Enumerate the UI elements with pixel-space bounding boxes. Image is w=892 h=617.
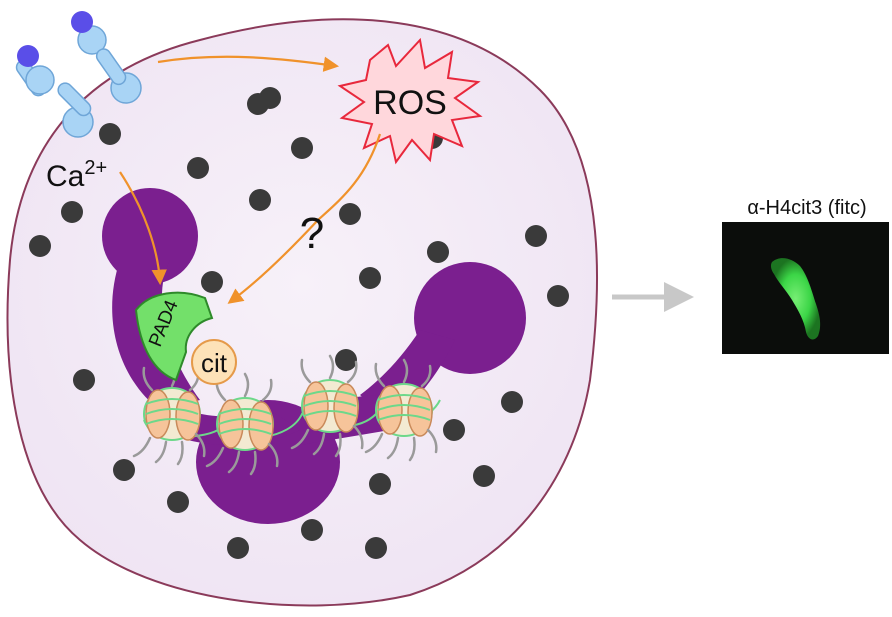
pad4-enzyme-icon	[134, 291, 214, 382]
fluorescent-signal	[770, 258, 821, 340]
granule	[249, 189, 271, 211]
granule	[501, 391, 523, 413]
ros-label: ROS	[373, 84, 447, 122]
granule	[547, 285, 569, 307]
panel-title: α-H4cit3 (fitc)	[747, 197, 866, 219]
calcium-label: Ca2+	[46, 157, 107, 193]
signal-arrows	[119, 55, 382, 304]
granule	[365, 537, 387, 559]
granule	[113, 459, 135, 481]
granule	[201, 271, 223, 293]
granule	[443, 419, 465, 441]
granule	[61, 201, 83, 223]
chromatin	[132, 354, 441, 476]
granule	[339, 203, 361, 225]
receptor-icon	[15, 11, 142, 138]
granule	[259, 87, 281, 109]
cit-label: cit	[201, 348, 228, 378]
cell-membrane	[6, 18, 599, 607]
granule	[335, 349, 357, 371]
granule	[369, 473, 391, 495]
granule	[291, 137, 313, 159]
unknown-link-label: ?	[300, 209, 324, 258]
granule	[301, 519, 323, 541]
ros-burst-icon	[337, 37, 483, 165]
granule	[29, 235, 51, 257]
cit-residue	[191, 339, 237, 385]
granule	[359, 267, 381, 289]
granule	[427, 241, 449, 263]
granule	[99, 123, 121, 145]
granule	[167, 491, 189, 513]
nucleosome-icon	[364, 358, 438, 462]
nucleosome-icon	[132, 362, 206, 466]
granule	[525, 225, 547, 247]
granule	[73, 369, 95, 391]
nucleosome-icon	[205, 372, 279, 476]
nucleosome-icon	[290, 354, 364, 458]
granule	[473, 465, 495, 487]
granule	[227, 537, 249, 559]
granule	[187, 157, 209, 179]
